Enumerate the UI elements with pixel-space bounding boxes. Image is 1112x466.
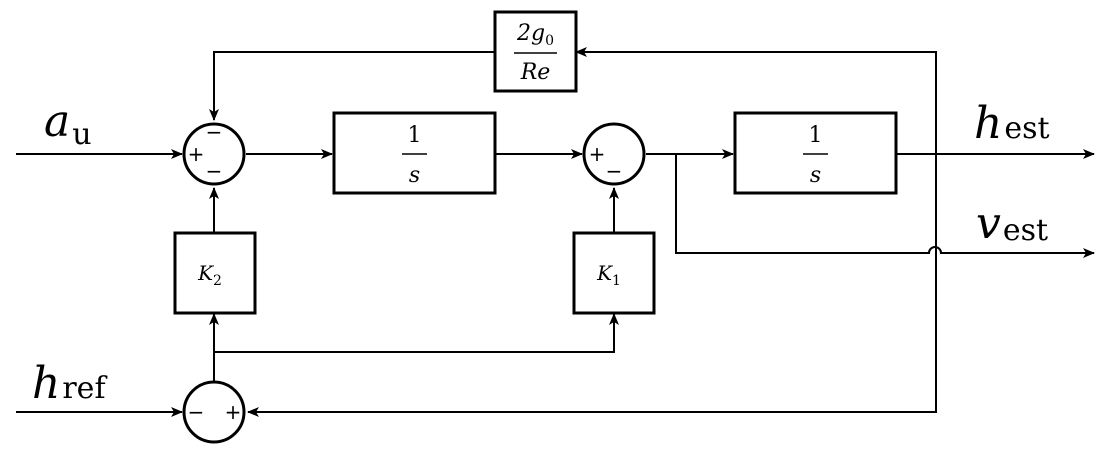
output-label-h-est: hest [974, 98, 1050, 149]
wire-sum-c-to-k1 [214, 313, 619, 353]
input-label-href: href [32, 358, 107, 409]
input-label-au: au [44, 96, 92, 152]
sum-b-sign-bottom: − [606, 159, 623, 183]
sum-a-sign-left: + [188, 142, 205, 166]
gain-k2-label: K2 [197, 261, 222, 289]
summing-junction-c: − + [182, 380, 246, 444]
integrator-2-block: 1 s [733, 111, 898, 195]
wire-gravity-to-sum-a [209, 51, 495, 121]
wire-h-est-to-sum-c [247, 154, 937, 417]
integrator-1-numerator: 1 [408, 123, 422, 148]
gain-k1-label: K1 [596, 261, 621, 289]
sum-a-sign-bottom: − [206, 159, 223, 183]
gravity-gain-block: 2g0 Re [493, 10, 578, 93]
wire-h-est-feedback-to-gravity [575, 47, 937, 154]
summing-junction-b: + − [582, 122, 646, 186]
gravity-gain-denominator: Re [520, 60, 551, 85]
output-label-v-est: vest [976, 198, 1048, 249]
integrator-2-numerator: 1 [809, 123, 823, 148]
sum-a-sign-top: − [206, 120, 223, 144]
integrator-2-denominator: s [810, 163, 821, 188]
sum-c-sign-right: + [225, 400, 242, 424]
integrator-1-denominator: s [409, 163, 420, 188]
gain-k2-block: K2 [173, 231, 257, 315]
summing-junction-a: + − − [182, 120, 246, 186]
gravity-gain-numerator: 2g0 [516, 21, 554, 49]
sum-c-sign-left: − [188, 400, 205, 424]
sum-b-sign-left: + [589, 142, 606, 166]
gain-k1-block: K1 [572, 231, 656, 315]
wire-v-est-output [675, 154, 1095, 258]
integrator-1-block: 1 s [332, 111, 497, 195]
